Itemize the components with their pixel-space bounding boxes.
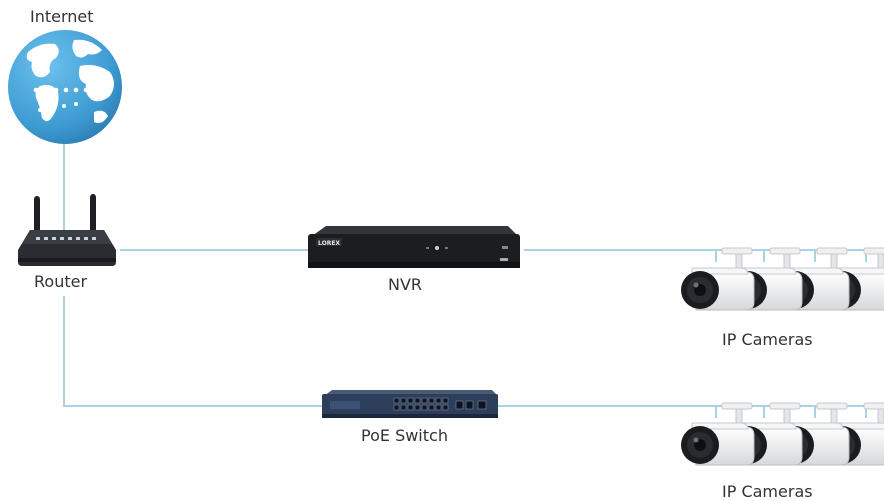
poe-switch-node: PoE Switch — [322, 390, 498, 445]
link-nvr-cameras — [524, 249, 867, 262]
bullet-camera-icon — [681, 403, 884, 465]
bullet-camera-icon — [681, 248, 884, 310]
router-icon — [18, 194, 116, 266]
router-node: Router — [18, 194, 116, 291]
nvr-node: LOREX NVR — [308, 226, 520, 294]
router-label: Router — [34, 272, 87, 291]
poe-switch-label: PoE Switch — [361, 426, 448, 445]
globe-icon — [8, 30, 122, 144]
link-switch-cameras — [498, 405, 867, 418]
nvr-brand: LOREX — [318, 240, 340, 247]
link-router-switch — [63, 296, 322, 407]
cameras-nvr-label: IP Cameras — [722, 330, 813, 349]
network-switch-icon — [322, 390, 498, 418]
camera-group-nvr: IP Cameras — [681, 248, 884, 349]
cameras-switch-label: IP Cameras — [722, 482, 813, 501]
camera-group-switch: IP Cameras — [681, 403, 884, 501]
internet-node: Internet — [8, 7, 122, 144]
internet-label: Internet — [30, 7, 94, 26]
nvr-label: NVR — [388, 275, 422, 294]
nvr-icon: LOREX — [308, 226, 520, 268]
